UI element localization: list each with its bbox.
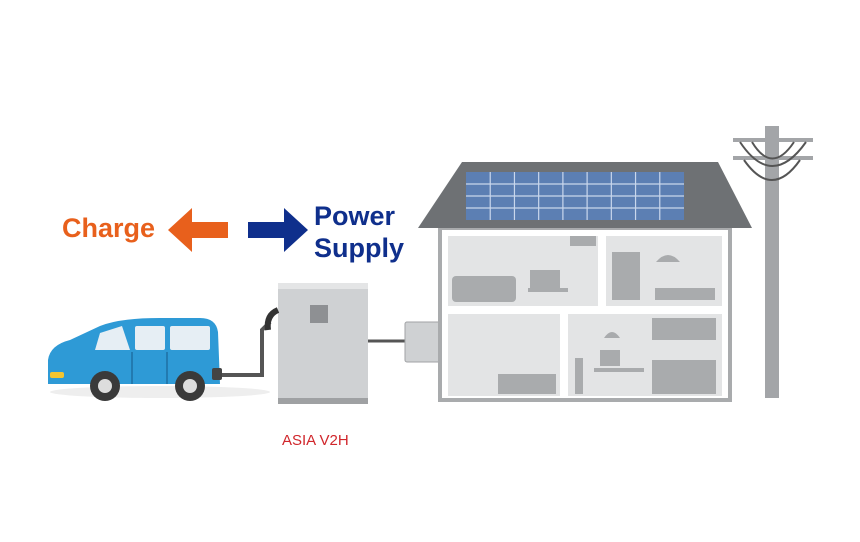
car-shadow [50,386,270,398]
v2h-connector [264,307,280,331]
v2h-display [310,305,328,323]
solar-panel-icon [466,172,684,220]
charging-cable [220,320,272,377]
power-label-line1: Power [314,201,396,231]
car-headlight [50,372,64,378]
v2h-device-label: ASIA V2H [282,432,349,449]
power-label-line2: Supply [314,233,405,263]
car-window-rear [170,326,210,350]
car-charge-port [212,368,222,380]
charge-arrow-icon [168,208,228,252]
car-window-middle [135,326,165,350]
car-window-front [95,326,130,350]
power-supply-label: Power Supply [314,200,404,264]
car-icon [48,318,222,401]
utility-pole-icon [733,126,813,398]
v2h-charger-icon [264,283,368,404]
house-icon [438,226,732,402]
charge-label: Charge [62,213,156,243]
power-arrow-icon [248,208,308,252]
